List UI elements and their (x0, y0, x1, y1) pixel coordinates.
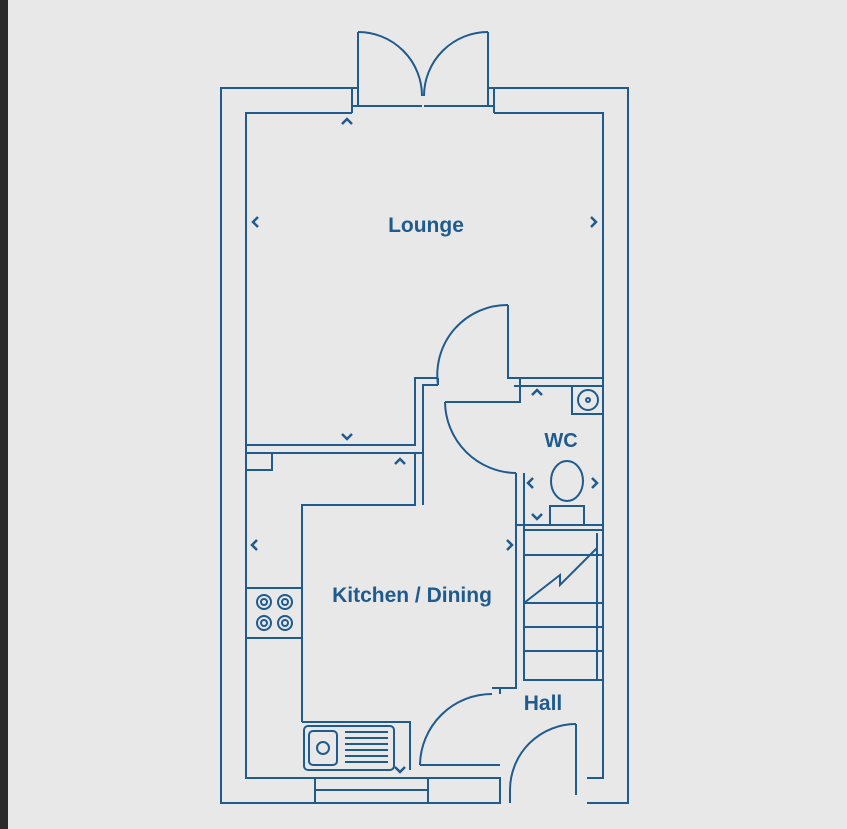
front-window (314, 777, 429, 804)
stairs (523, 533, 603, 680)
internal-walls (245, 305, 603, 770)
lounge-door (436, 303, 509, 386)
dimension-markers (250, 117, 599, 774)
wc-door (444, 401, 517, 474)
hob (245, 587, 303, 639)
room-label-kitchen-dining: Kitchen / Dining (332, 584, 492, 607)
room-label-lounge: Lounge (388, 214, 464, 237)
room-label-wc: WC (544, 430, 577, 452)
room-label-hall: Hall (524, 692, 563, 715)
hall-doors (419, 687, 577, 803)
french-doors (351, 31, 495, 107)
sink (303, 725, 395, 771)
wc-basin (571, 385, 604, 415)
floorplan-canvas (8, 0, 847, 829)
toilet (549, 460, 585, 526)
